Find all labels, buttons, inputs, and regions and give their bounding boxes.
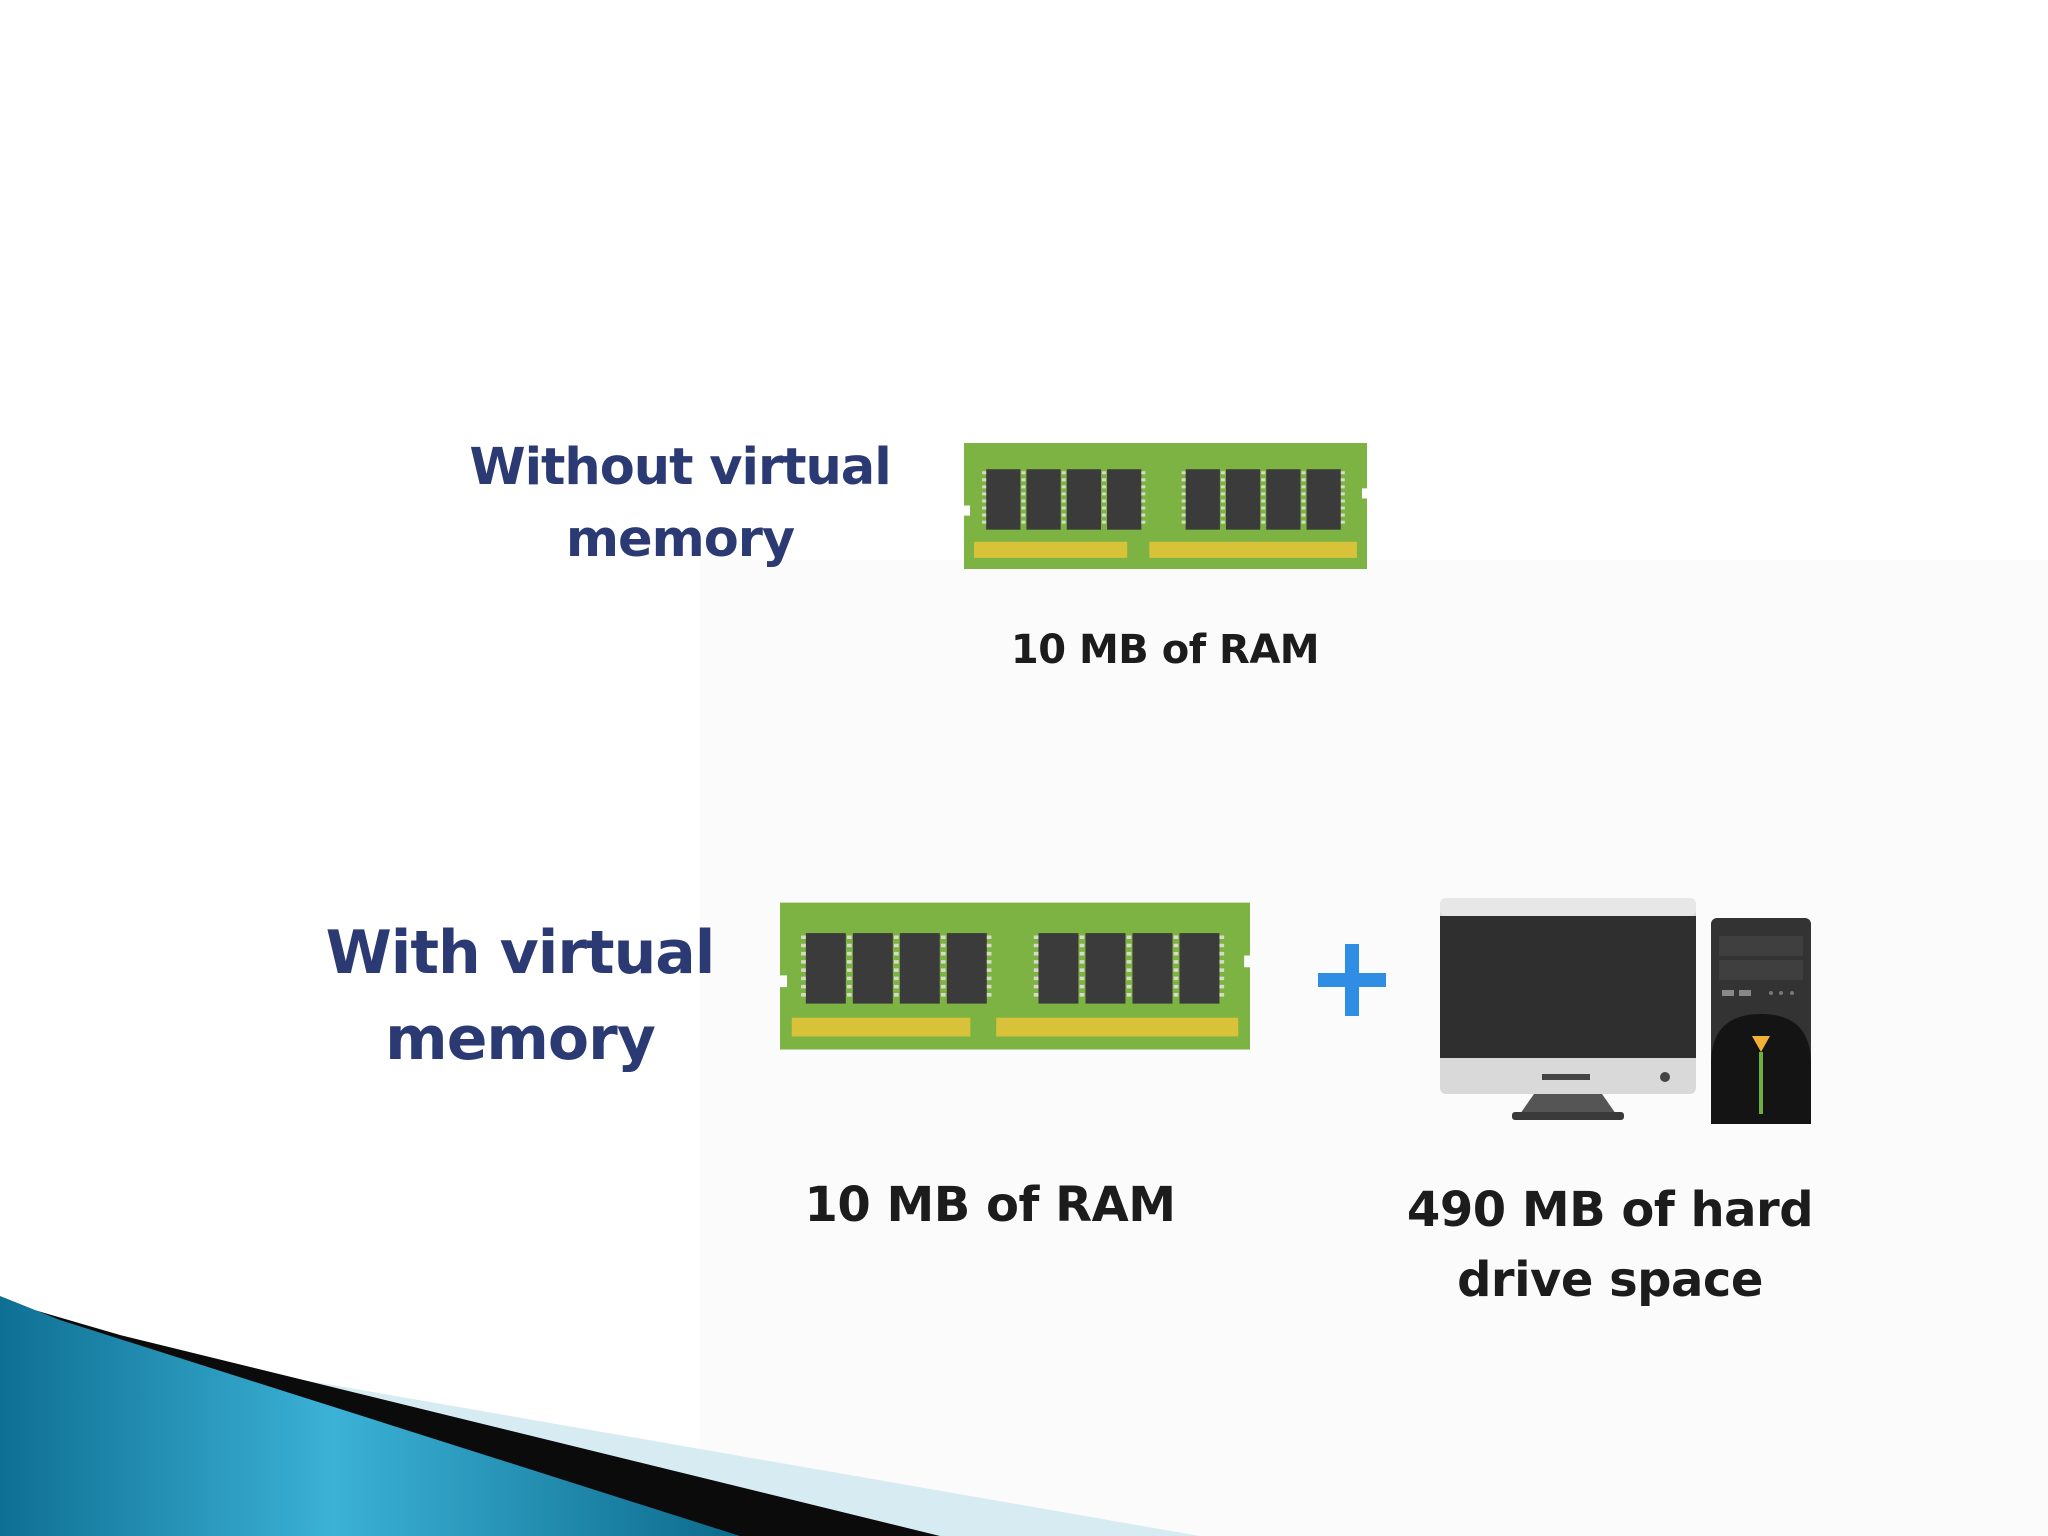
ram-module-icon	[780, 902, 1250, 1050]
plus-icon	[1316, 940, 1388, 1020]
without-virtual-memory-heading: Without virtual memory	[460, 432, 900, 576]
caption-line: 490 MB of hard	[1380, 1175, 1840, 1245]
desktop-computer-icon	[1436, 894, 1814, 1130]
ram-caption-with: 10 MB of RAM	[780, 1175, 1200, 1235]
heading-line: Without virtual	[460, 432, 900, 504]
heading-line: With virtual	[320, 910, 720, 996]
hard-drive-caption: 490 MB of hard drive space	[1380, 1175, 1840, 1315]
with-virtual-memory-heading: With virtual memory	[320, 910, 720, 1082]
caption-line: drive space	[1380, 1245, 1840, 1315]
caption-text: 10 MB of RAM	[780, 1175, 1200, 1235]
caption-text: 10 MB of RAM	[960, 624, 1370, 676]
ram-module-icon	[964, 442, 1367, 570]
heading-line: memory	[320, 996, 720, 1082]
ram-caption-without: 10 MB of RAM	[960, 624, 1370, 676]
heading-line: memory	[460, 504, 900, 576]
